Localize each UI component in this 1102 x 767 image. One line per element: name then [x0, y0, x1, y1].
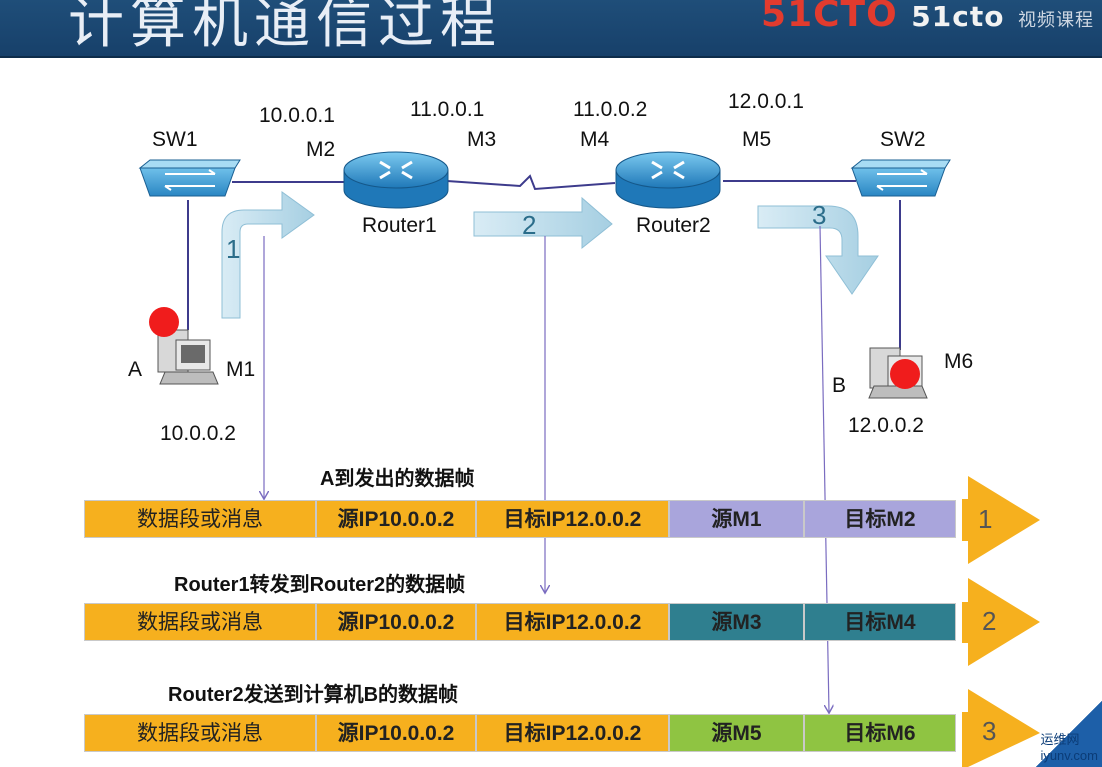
- label-host-a: A: [128, 358, 143, 381]
- frame-2-row: 数据段或消息 源IP10.0.0.2 目标IP12.0.0.2 源M3 目标M4: [84, 603, 956, 643]
- frame-2-dst-ip: 目标IP12.0.0.2: [476, 603, 669, 641]
- label-r1-left-mac: M2: [306, 138, 336, 161]
- label-router1: Router1: [362, 214, 437, 237]
- frame-arrow-1: [962, 476, 1040, 564]
- label-r2-left-ip: 11.0.0.2: [573, 98, 648, 121]
- frame-3-src-mac: 源M5: [669, 714, 804, 752]
- watermark-text: 运维网 iyunv.com: [1040, 729, 1098, 763]
- frame-1-step: 1: [978, 504, 993, 534]
- frame-3-heading: Router2发送到计算机B的数据帧: [168, 684, 459, 706]
- frame-2-step: 2: [982, 606, 997, 636]
- host-b-marker: [890, 359, 920, 389]
- brand-logo: 51CTO 51cto 视频课程: [761, 0, 1094, 35]
- frame-1-heading: A到发出的数据帧: [320, 468, 475, 490]
- frame-3-step: 3: [982, 716, 997, 746]
- label-host-b: B: [832, 374, 847, 397]
- brand-sub: 视频课程: [1018, 10, 1094, 31]
- frame-3-src-ip: 源IP10.0.0.2: [316, 714, 476, 752]
- frame-2-data: 数据段或消息: [84, 603, 316, 641]
- flow-step-3: 3: [812, 200, 827, 230]
- flow-arrow-1: [221, 191, 315, 319]
- frame-2-heading: Router1转发到Router2的数据帧: [174, 574, 466, 596]
- frame-arrow-2: [962, 578, 1040, 666]
- label-sw2: SW2: [880, 128, 926, 151]
- frame-1-src-mac: 源M1: [669, 500, 804, 538]
- switch-icon-sw2: [850, 159, 951, 197]
- frame-1-data: 数据段或消息: [84, 500, 316, 538]
- label-r1-right-mac: M3: [467, 128, 497, 151]
- label-host-a-mac: M1: [226, 358, 256, 381]
- slide-title: 计算机通信过程: [68, 0, 502, 56]
- label-host-b-ip: 12.0.0.2: [848, 414, 924, 437]
- router-icon-router1: [343, 151, 449, 209]
- brand-red: 51CTO: [761, 0, 898, 35]
- frame-2-src-mac: 源M3: [669, 603, 804, 641]
- link-router1-router2: [446, 174, 616, 191]
- flow-arrow-2: [473, 196, 613, 250]
- computer-icon-host-a: [157, 329, 219, 385]
- label-router2: Router2: [636, 214, 711, 237]
- label-host-b-mac: M6: [944, 350, 974, 373]
- label-r1-left-ip: 10.0.0.1: [259, 104, 335, 127]
- label-r2-left-mac: M4: [580, 128, 610, 151]
- label-r2-right-ip: 12.0.0.1: [728, 90, 804, 113]
- switch-icon-sw1: [138, 159, 241, 197]
- frame-3-dst-mac: 目标M6: [804, 714, 956, 752]
- frame-3-row: 数据段或消息 源IP10.0.0.2 目标IP12.0.0.2 源M5 目标M6: [84, 714, 956, 754]
- title-bar: 计算机通信过程 51CTO 51cto 视频课程: [0, 0, 1102, 58]
- frame-1-dst-mac: 目标M2: [804, 500, 956, 538]
- watermark-badge: [1036, 701, 1102, 767]
- frame-arrow-3: [962, 689, 1040, 767]
- label-r1-right-ip: 11.0.0.1: [410, 98, 485, 121]
- flow-arrow-3: [757, 205, 879, 295]
- frame-1-dst-ip: 目标IP12.0.0.2: [476, 500, 669, 538]
- frame-1-src-ip: 源IP10.0.0.2: [316, 500, 476, 538]
- label-sw1: SW1: [152, 128, 198, 151]
- brand-white: 51cto: [911, 0, 1005, 33]
- frame-2-src-ip: 源IP10.0.0.2: [316, 603, 476, 641]
- watermark-url: iyunv.com: [1040, 748, 1098, 763]
- label-host-a-ip: 10.0.0.2: [160, 422, 236, 445]
- router-icon-router2: [615, 151, 721, 209]
- host-a-marker: [149, 307, 179, 337]
- frame-2-dst-mac: 目标M4: [804, 603, 956, 641]
- flow-step-2: 2: [522, 210, 537, 240]
- watermark-cn: 运维网: [1040, 732, 1080, 747]
- flow-step-1: 1: [226, 234, 241, 264]
- frame-3-data: 数据段或消息: [84, 714, 316, 752]
- frame-3-dst-ip: 目标IP12.0.0.2: [476, 714, 669, 752]
- label-r2-right-mac: M5: [742, 128, 772, 151]
- frame-1-row: 数据段或消息 源IP10.0.0.2 目标IP12.0.0.2 源M1 目标M2: [84, 500, 956, 540]
